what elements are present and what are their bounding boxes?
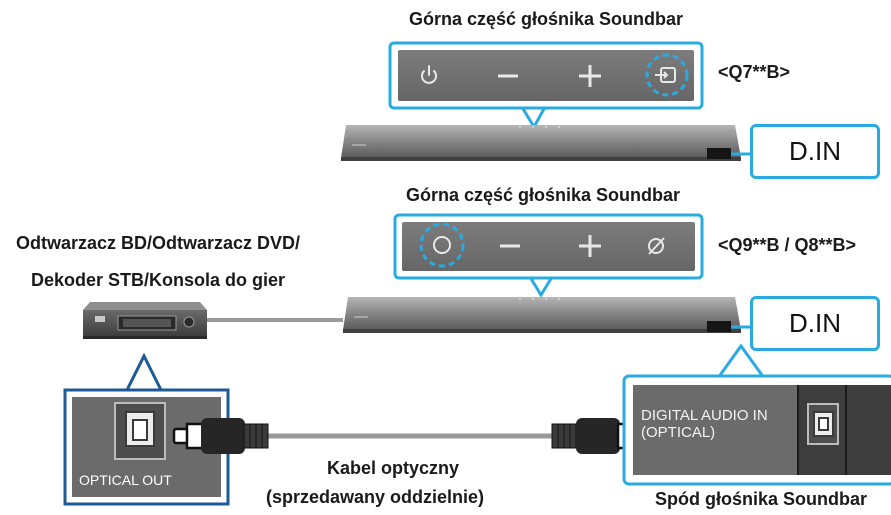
digital-audio-in-label-line2: (OPTICAL) [641, 424, 716, 441]
top-model-label: <Q7**B> [718, 62, 791, 82]
digital-audio-in-label-line1: DIGITAL AUDIO IN [641, 407, 768, 424]
top-optical-port [707, 148, 731, 159]
top-panel-caption: Górna część głośnika Soundbar [408, 9, 684, 29]
bottom-soundbar-body [343, 297, 741, 330]
bottom-panel-caption: Górna część głośnika Soundbar [405, 185, 681, 205]
top-power-icon [421, 65, 437, 84]
top-source-icon [655, 67, 676, 83]
bottom-mic-off-icon [648, 237, 665, 255]
source-device-icon [83, 302, 207, 339]
top-input-label: D.IN [789, 136, 841, 166]
source-device-line1: Odtwarzacz BD/Odtwarzacz DVD/ [15, 233, 301, 253]
digital-audio-in-port-icon [807, 403, 839, 445]
cable-caption-line1: Kabel optyczny [326, 458, 460, 478]
top-source-highlight [645, 53, 689, 97]
cable-caption-line2: (sprzedawany oddzielnie) [265, 487, 485, 507]
top-soundbar-body [341, 125, 741, 158]
bottom-soundbar-group [343, 213, 750, 333]
source-device-line2: Dekoder STB/Konsola do gier [30, 270, 286, 290]
bottom-volume-up-icon [579, 235, 601, 257]
bottom-optical-port [707, 321, 731, 332]
top-volume-up-icon [579, 65, 601, 87]
bottom-action-icon [433, 236, 451, 254]
top-soundbar-group [341, 41, 750, 161]
bottom-model-label: <Q9**B / Q8**B> [718, 235, 857, 255]
bottom-panel-pointer [527, 275, 555, 298]
top-input-callout: D.IN [750, 124, 880, 179]
soundbar-bottom-caption: Spód głośnika Soundbar [654, 489, 868, 509]
bottom-input-callout: D.IN [750, 296, 880, 351]
top-panel-pointer [519, 105, 548, 131]
optical-out-port-icon [114, 402, 166, 460]
optical-plug-left [172, 418, 269, 454]
bottom-action-highlight [419, 222, 465, 268]
bottom-input-label: D.IN [789, 308, 841, 338]
optical-out-label: OPTICAL OUT [79, 472, 172, 488]
device-callout-pointer [123, 352, 165, 394]
